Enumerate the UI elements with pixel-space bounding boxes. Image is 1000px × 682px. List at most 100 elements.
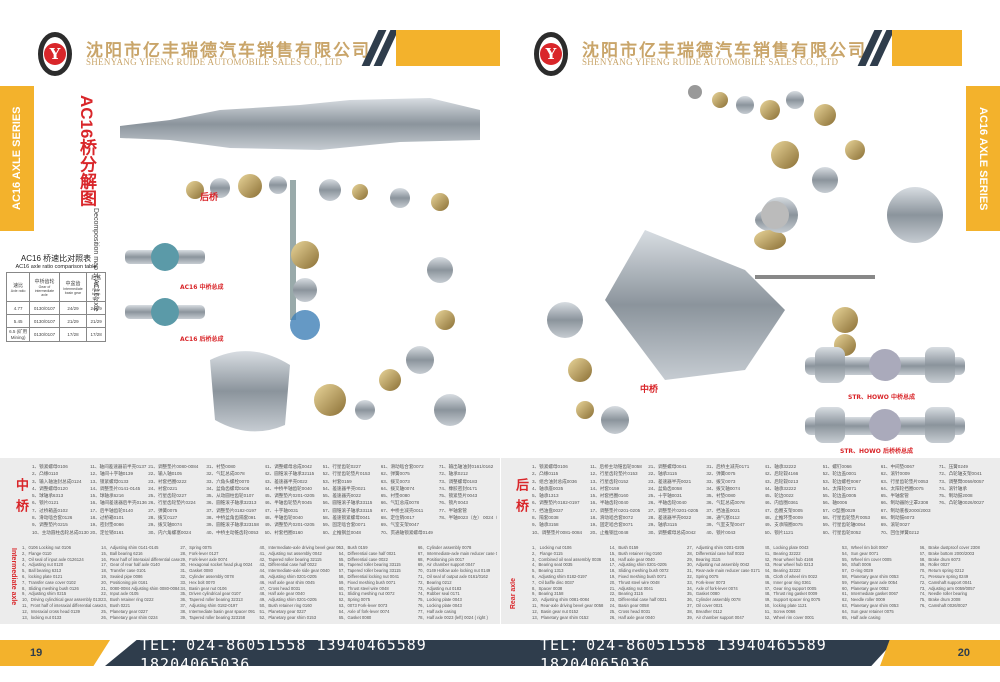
parts-list-item: 1、锁紧螺母0106 [532,464,568,469]
parts-list-item: 23、Bush retainer ring 0222 [101,597,154,603]
parts-list-item: 41、轴承32222 [764,464,797,469]
table-cell: 17/28 [86,327,106,342]
parts-list-item: 48、Half axle gear 0040 [259,591,305,597]
parts-list-item: 62、弹簧0075 [380,471,410,477]
parts-list-item: 21、0080-0084 Adjusting shim 0080-0084 [101,585,180,591]
parts-list-item: 12、Interaxial cross head 0139 [22,608,80,614]
parts-list-item: 65、半轴套管 [880,493,909,499]
axle-housing [120,98,480,150]
parts-list-item: 9、Adjusting shim 0215 [22,591,67,597]
parts-list-item: 73、调整臂0059/0057 [938,478,985,484]
parts-list-item: 32、Spring 0075 [687,573,719,579]
parts-list-item: 26、Half axle gear 0040 [609,614,655,620]
parts-list-item: 78、半轴0023（左） 0024（右） [438,515,497,521]
parts-list-item: 47、Gear ring support 0005 [764,585,817,591]
part-row [186,174,466,432]
parts-list-item: 49、支承隔圈0075 [764,522,803,528]
section-label-cn: 后桥 [514,478,529,520]
parts-list-item: 30、内六角螺塞0024 [148,529,192,535]
parts-list-item: 19、固定啮合套0071 [590,522,634,528]
rear-axle-exploded-diagram [120,98,480,432]
parts-list-item: 42、Rear wheel hub 4166 [764,556,814,562]
parts-list-item: 69、Air chamber support 0047 [417,562,475,568]
parts-list-item: 49、调整垫片0201-0205 [264,522,315,528]
parts-list-item: 55、差速器壳0022 [322,493,361,499]
parts-list-item: 48、半轴齿轮0040 [264,515,303,521]
parts-list-item: 75、Locking plate 0043 [417,597,462,603]
page-number: 20 [880,640,1000,666]
parts-list-item: 25、Cross head 0031 [609,608,651,614]
parts-list-item: 61、Intermediate gasket 0067 [842,591,899,597]
parts-list-item: 63、拨叉0073 [380,478,410,484]
company-logo: Y [38,32,72,76]
parts-list-item: 43、Rear wheel hub 0213 [764,562,814,568]
parts-list-item: 43、Differential case half 0022 [259,562,317,568]
company-name-cn: 沈阳市亿丰瑞德汽车销售有限公司 [86,41,371,61]
parts-list-item: 58、行星齿轮垫片0053 [822,515,871,521]
parts-list-item: 46、内齿圈0361 [764,500,799,506]
parts-list-item: 22、Bearing 3115 [609,591,643,597]
parts-list-item: 50、衬套挡圈0160 [264,529,303,535]
parts-list-item: 29、Fork-lever axle 0074 [180,556,228,562]
parts-list-item: 15、球轴承6216 [90,493,124,499]
parts-list-item: 66、Cylinder assembly 0078 [417,545,472,550]
parts-list-item: 71、压簧0249 [938,464,968,469]
parts-list-item: 17、Gear of rear half axle 0140 [101,562,160,568]
parts-list-item: 33、Hex bolt 0070 [180,579,216,585]
parts-list-item: 58、Differential locking nut 0041 [338,573,400,579]
parts-list-item: 76、凸轮轴0026/0027 [938,500,985,506]
table-cell: 0130/0107 [29,314,60,328]
label-str-howo-rear: STR、HOWO 后桥桥总成 [840,448,913,455]
parts-list-item: 37、Adjusting shim 0182-0197 [180,602,238,608]
parts-list-item: 36、Tapered roller bearing 32313 [180,597,243,603]
parts-list-item: 57、O型圈0029 [822,507,856,513]
parts-list-item: 32、气缸总成0078 [206,471,245,477]
parts-list-item: 20、Positioning pin 0161 [101,579,148,585]
parts-list-item: 61、滑动啮合套0072 [380,464,424,469]
parts-list-item: 21、Adjusting nut 0041 [609,585,654,591]
parts-list-item: 34、Axle of fork-lever 0074 [687,585,738,591]
str-howo-assemblies [805,347,965,443]
parts-list-item: 2、Flange 0110 [22,550,52,556]
parts-list-item: 12、Basin gear nut 0152 [532,608,579,614]
parts-list-item: 14、调整垫片0141-0145 [90,485,141,491]
parts-list-item: 72、轴承0212 [438,471,468,477]
parts-list-item: 11、Rear-axle driving bevel gear 0058 [532,602,604,608]
parts-list-item: 26、Planetary gear shim 0224 [101,614,158,620]
parts-list-item: 10、Adjusting shim 0081-0084 [532,597,590,603]
parts-list-item: 18、滑动啮合套0072 [590,515,634,521]
parts-list-item: 16、Rear half of interaxial differential … [101,556,180,562]
parts-list-item: 9、Bearing 3158 [532,591,564,597]
diagram-title: AC16桥分解图 Decomposition map of AC16 axle [77,95,99,312]
parts-list-item: 72、Bearing 0212 [417,579,452,585]
parts-list-item: 39、气室支架0047 [706,522,745,528]
parts-list-item: 67、Brake bottom 2000/2003 [919,550,975,556]
parts-list-item: 45、Cloth of wheel rim 0022 [764,573,818,579]
company-name-en: SHENYANG YIFENG RUIDE AUTOMOBILE SALES C… [582,57,839,67]
parts-list-item: 38、中桥盆角齿隔套091 [206,515,256,521]
parts-list-item: 60、Planetary gear 0052 [842,585,889,591]
parts-list-item: 69、滚轮0027 [880,522,910,528]
parts-list-item: 43、差速器半壳0022 [264,478,308,484]
parts-list-item: 16、轴间差速器后半壳0136 [90,500,147,506]
parts-list-item: 51、Screw 0066 [764,608,796,614]
parts-list-item: 7、Transfer case cover 0102 [22,579,76,585]
parts-list-item: 58、Planetary gear shim 0053 [842,573,899,579]
footer-phone: TEL：024-86051558 13940465589 18204065036 [105,640,500,666]
parts-list-item: 53、衬套0159 [322,478,352,484]
parts-list-item: 15、Bush retainer ring 0160 [609,550,662,556]
parts-list-item: 40、Locking plate 0043 [764,545,809,550]
parts-list-item: 8、Sliding meshing bush 0126 [22,585,79,591]
parts-list-item: 17、后半轴齿轮0140 [90,507,134,513]
parts-list-item: 24、衬套0221 [148,485,178,491]
parts-list-item: 12、行星齿轮垫片0153 [590,471,638,477]
parts-list-item: 75、Brake drum 2008 [919,597,961,603]
parts-list-item: 2、 Flange 0115 [532,550,563,556]
parts-list-item: 21、调整螺母0041 [648,464,687,469]
parts-list-item: 3、组合油封总成0036 [532,478,577,484]
parts-list-item: 73、调整螺母0183 [438,478,478,484]
parts-list-item: 67、制动底板2000/2003 [880,507,931,513]
parts-list-item: 40、中桥主动锥齿轮0053 [206,529,259,535]
